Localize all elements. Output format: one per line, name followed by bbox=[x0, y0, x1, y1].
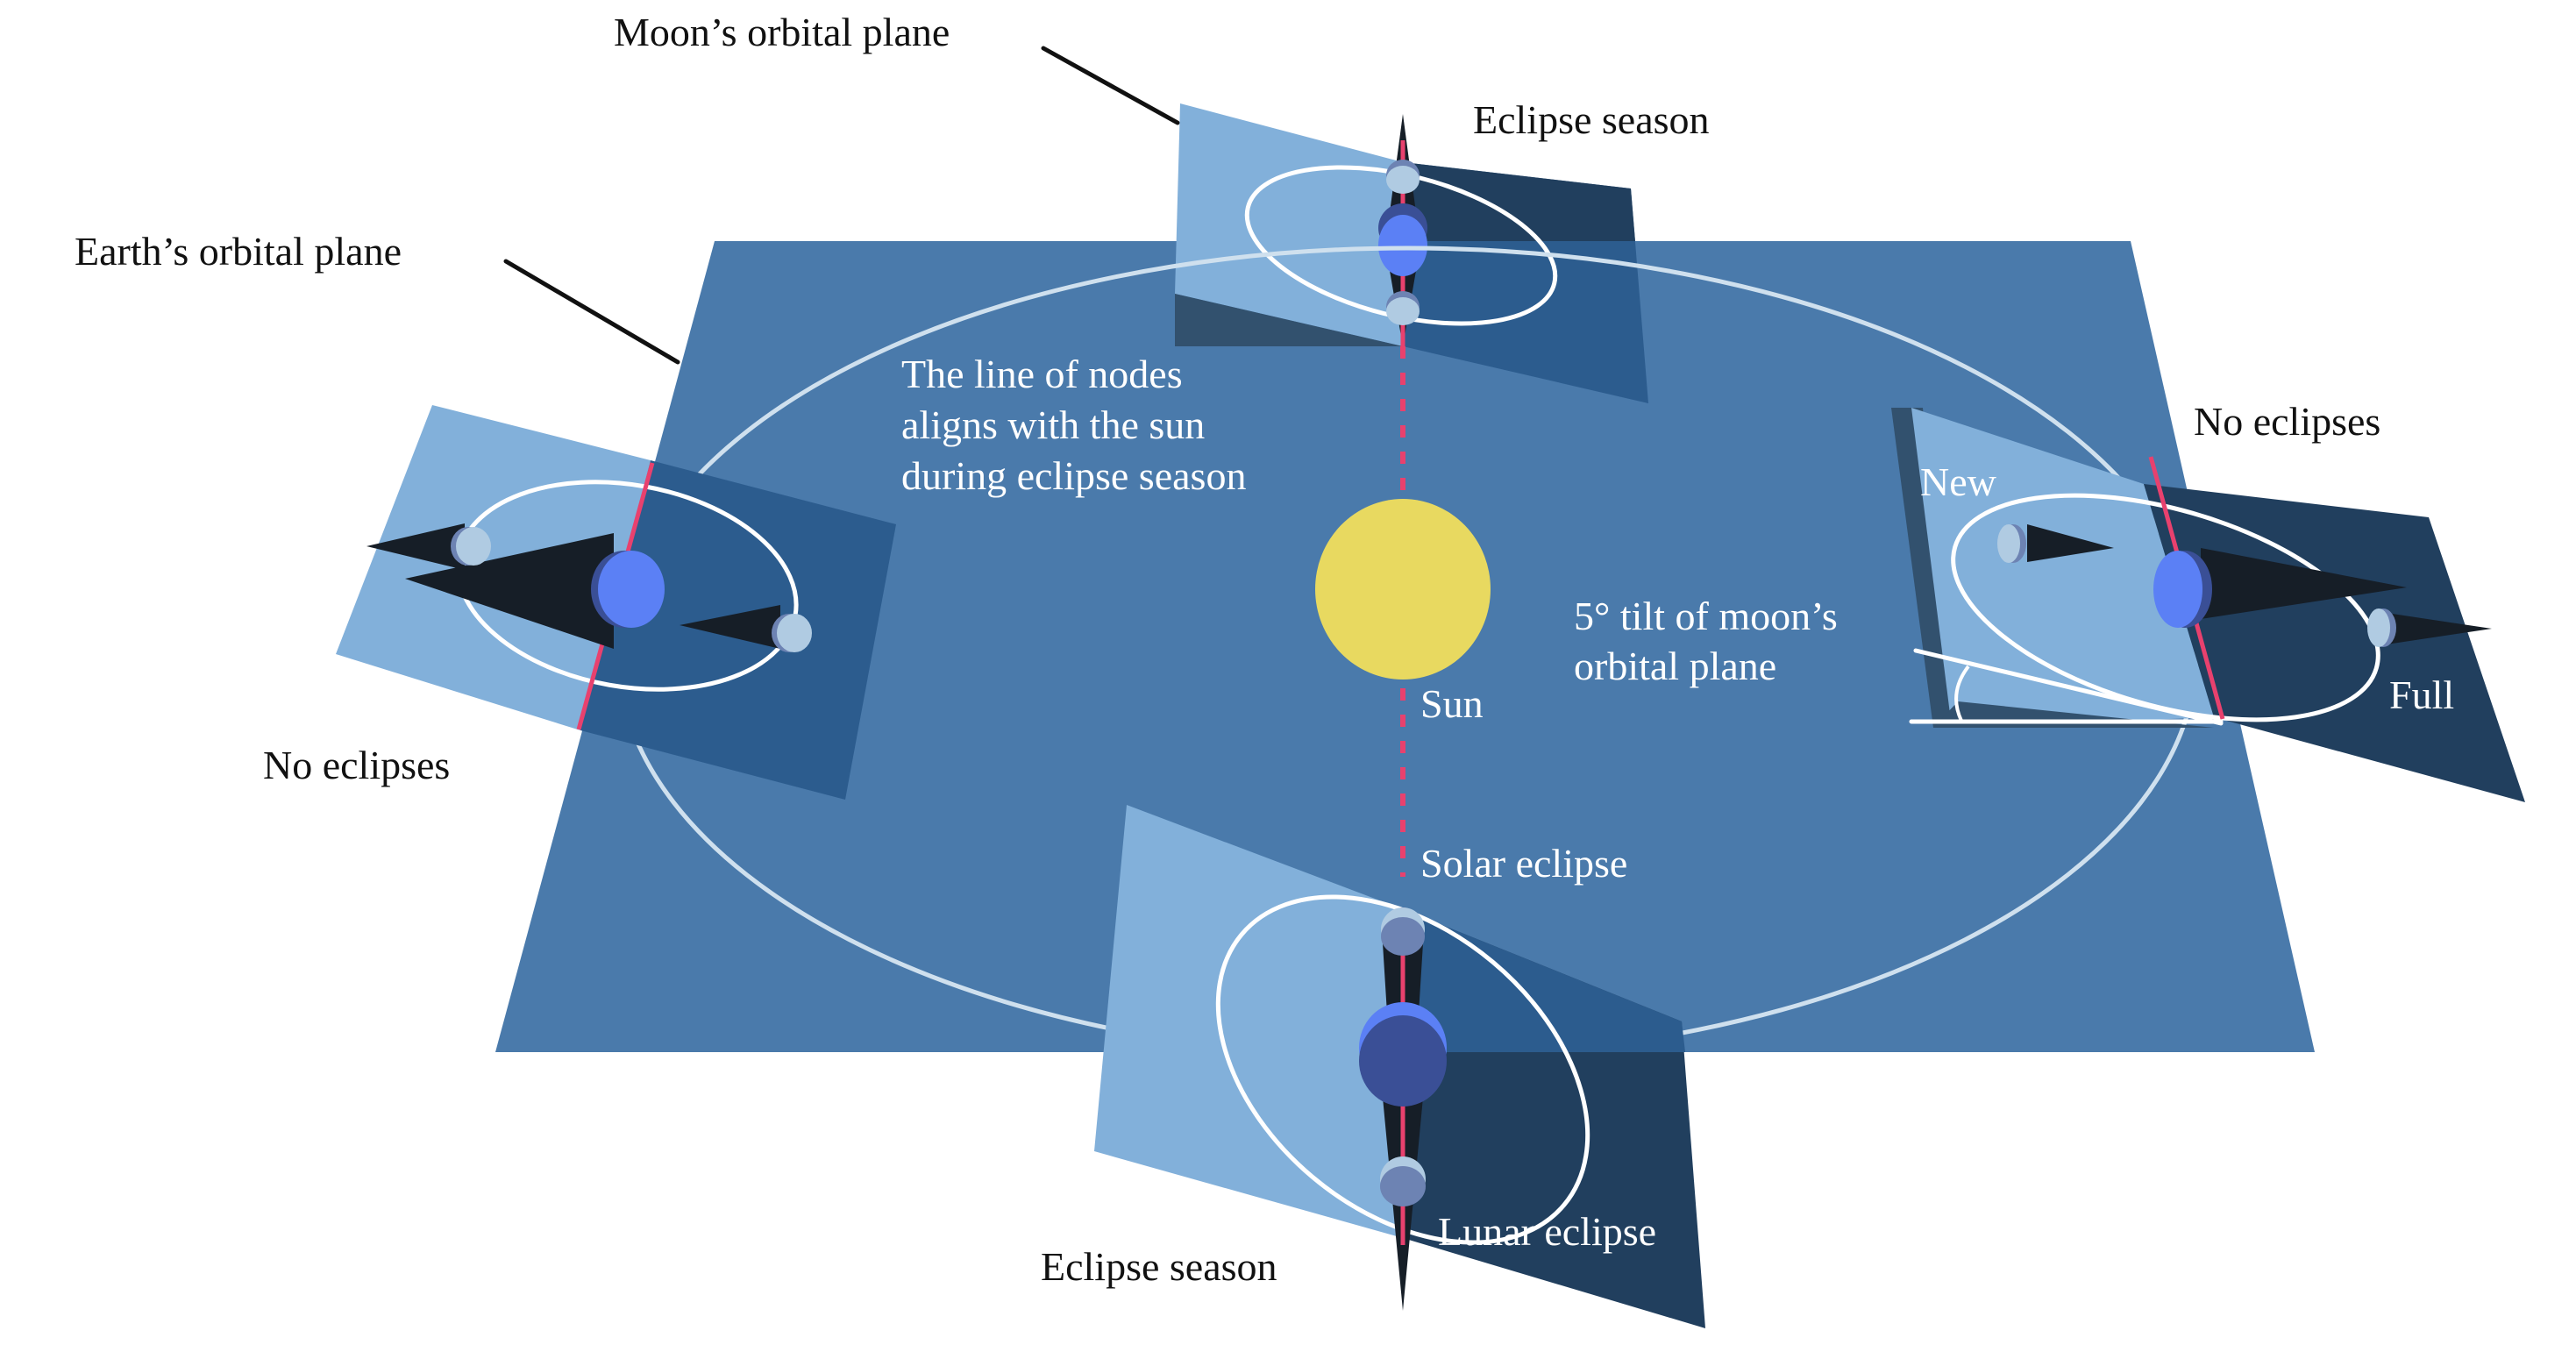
label-eclipse-season-bottom: Eclipse season bbox=[1041, 1244, 1277, 1289]
label-solar-eclipse: Solar eclipse bbox=[1420, 841, 1627, 886]
label-no-eclipses-right: No eclipses bbox=[2194, 399, 2380, 444]
moon-plane-left bbox=[336, 405, 896, 800]
label-line-of-nodes-1: The line of nodes bbox=[901, 352, 1183, 396]
label-earth-orbital-plane: Earth’s orbital plane bbox=[75, 229, 402, 274]
label-tilt-2: orbital plane bbox=[1574, 644, 1776, 688]
moon-plane-right bbox=[1891, 408, 2525, 802]
moon-plane-leader-line bbox=[1041, 46, 1180, 125]
earth-plane-leader-line bbox=[503, 259, 680, 365]
label-lunar-eclipse: Lunar eclipse bbox=[1438, 1209, 1656, 1254]
label-new: New bbox=[1920, 459, 1997, 504]
moon-plane-bottom bbox=[1094, 805, 1705, 1328]
label-moon-orbital-plane: Moon’s orbital plane bbox=[614, 10, 950, 54]
earth-left bbox=[598, 551, 665, 628]
label-no-eclipses-left: No eclipses bbox=[263, 743, 450, 787]
label-eclipse-season-top: Eclipse season bbox=[1473, 97, 1710, 142]
label-full: Full bbox=[2389, 672, 2454, 717]
moon-plane-top bbox=[1175, 103, 1648, 403]
earth-top bbox=[1378, 215, 1427, 276]
tilt-angle-line-upper bbox=[1913, 648, 2224, 726]
label-sun: Sun bbox=[1420, 681, 1484, 726]
sun bbox=[1315, 499, 1491, 680]
earth-right bbox=[2153, 551, 2202, 628]
label-line-of-nodes-3: during eclipse season bbox=[901, 453, 1246, 498]
label-tilt-1: 5° tilt of moon’s bbox=[1574, 594, 1838, 638]
label-line-of-nodes-2: aligns with the sun bbox=[901, 402, 1205, 447]
